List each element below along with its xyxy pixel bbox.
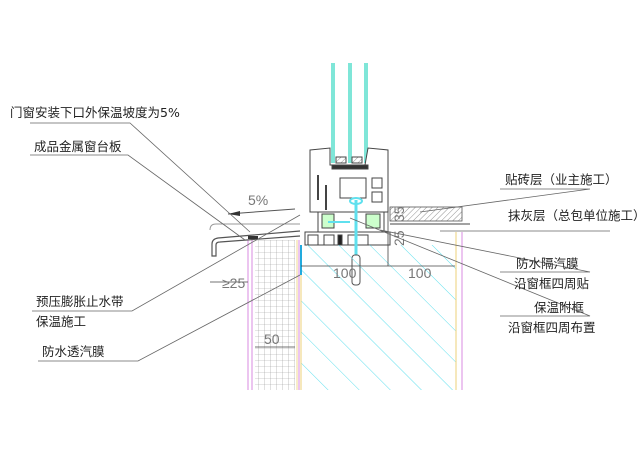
glass-pane: [348, 63, 352, 163]
glass-pane: [364, 63, 368, 163]
dim-100-right: 100: [408, 265, 432, 281]
label-breathable-membrane: 防水透汽膜: [42, 344, 105, 359]
dim-50: 50: [264, 331, 280, 347]
label-plaster-layer: 抹灰层（总包单位施工）: [508, 208, 641, 223]
label-insulated-subframe: 保温附框: [534, 300, 585, 315]
dimension-lines: [210, 207, 455, 348]
dim-35: 35: [391, 206, 407, 222]
label-vapor-barrier: 防水隔汽膜: [516, 256, 579, 271]
external-insulation: [247, 240, 300, 390]
label-vapor-barrier-note: 沿窗框四周贴: [514, 276, 589, 291]
label-subframe-note: 沿窗框四周布置: [508, 320, 596, 335]
glass-pane: [331, 63, 335, 163]
label-slope-note: 门窗安装下口外保温坡度为5%: [10, 105, 180, 120]
concrete-wall: [301, 245, 456, 390]
label-insulation-work: 保温施工: [36, 314, 86, 329]
slope-indicator: 5%: [227, 192, 296, 216]
tile-layer: [389, 206, 463, 222]
dim-100-left: 100: [333, 265, 357, 281]
leader-lines: [30, 122, 610, 362]
slope-value: 5%: [248, 192, 268, 208]
dim-min-gap: ≥25: [222, 275, 245, 291]
triple-glazing: [331, 63, 368, 163]
window-frame-profile: [304, 147, 391, 246]
label-metal-sill: 成品金属窗台板: [34, 139, 122, 154]
metal-window-sill: [211, 230, 301, 257]
label-compression-tape: 预压膨胀止水带: [36, 294, 124, 309]
label-tile-layer: 贴砖层（业主施工）: [505, 172, 618, 187]
